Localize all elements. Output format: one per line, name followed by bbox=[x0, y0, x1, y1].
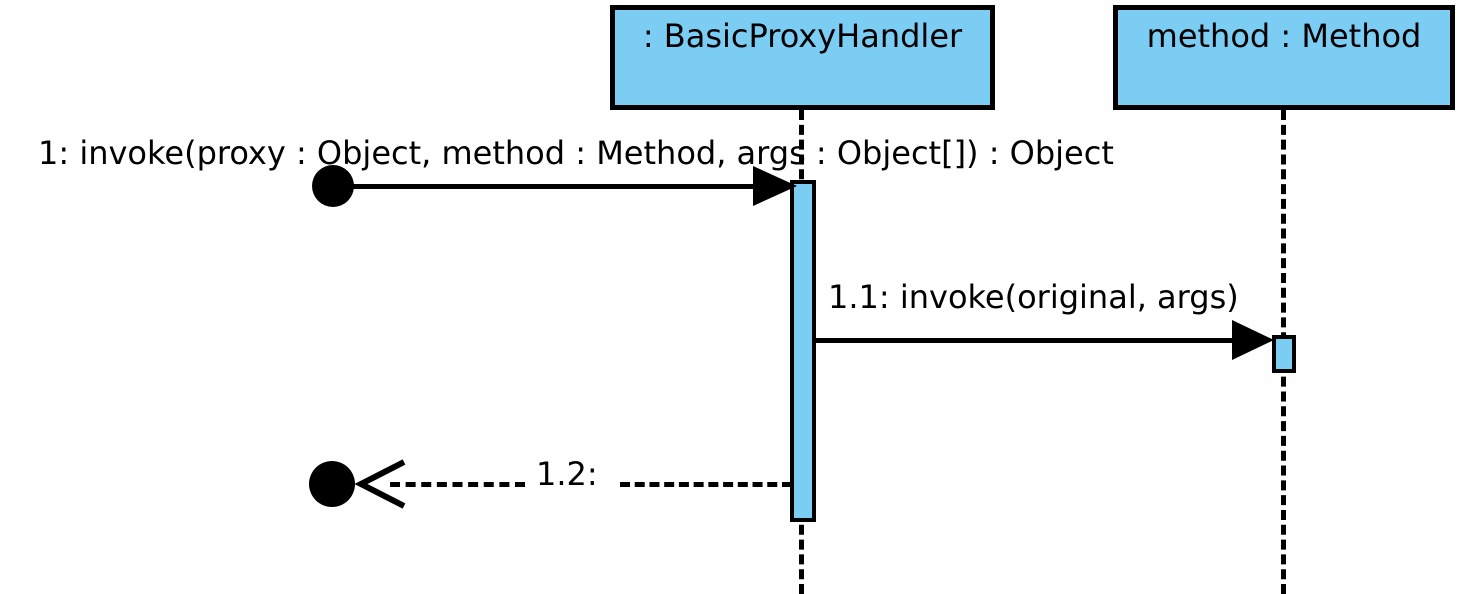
lifeline-label-handler: : BasicProxyHandler bbox=[642, 17, 963, 55]
message-line-1[interactable] bbox=[333, 184, 753, 189]
activation-bar-method[interactable] bbox=[1272, 335, 1296, 373]
lifeline-box-method[interactable]: method : Method bbox=[1113, 5, 1455, 110]
message-line-1-2-left[interactable] bbox=[390, 482, 525, 487]
return-message-target-dot bbox=[309, 461, 355, 507]
lifeline-box-handler[interactable]: : BasicProxyHandler bbox=[610, 5, 995, 110]
message-arrowhead-1-2 bbox=[354, 459, 406, 509]
message-line-1-1[interactable] bbox=[816, 338, 1256, 343]
message-label-1-1: 1.1: invoke(original, args) bbox=[820, 276, 1247, 318]
message-label-1-2: 1.2: bbox=[536, 455, 598, 493]
message-line-1-2-right[interactable] bbox=[620, 482, 792, 487]
message-arrowhead-1-1 bbox=[1232, 320, 1274, 360]
message-label-1: 1: invoke(proxy : Object, method : Metho… bbox=[38, 134, 1114, 172]
message-arrowhead-1 bbox=[753, 166, 797, 206]
lifeline-label-method: method : Method bbox=[1146, 17, 1422, 55]
activation-bar-handler[interactable] bbox=[790, 180, 816, 522]
